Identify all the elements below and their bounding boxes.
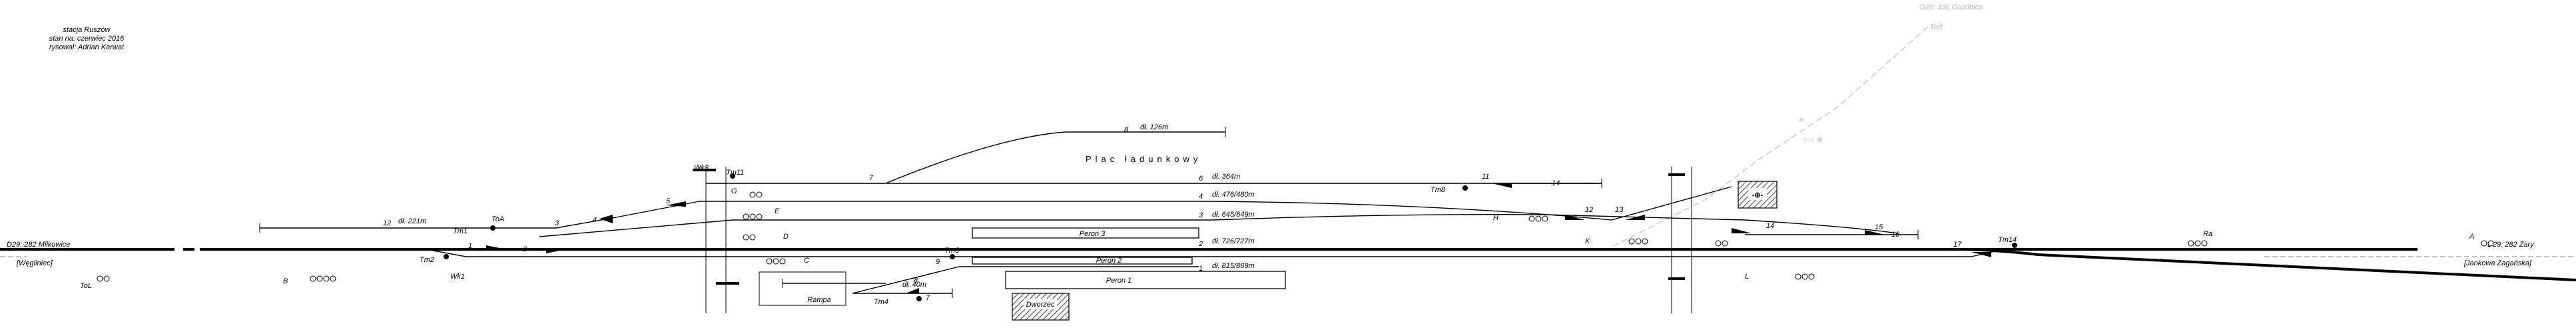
track-label-3: 3 <box>1199 211 1203 219</box>
track-4-link <box>615 201 700 218</box>
platform-3-label: Peron 3 <box>1080 230 1106 238</box>
switch-2: 2 <box>522 245 527 253</box>
west-line-label: D29: 282 Miłkowice <box>7 241 70 249</box>
platform-1-label: Peron 1 <box>1106 277 1132 285</box>
signal-h: K <box>1585 237 1590 245</box>
signal-e: G <box>731 187 737 195</box>
track-label-2: 2 <box>1198 240 1203 248</box>
track-length-12: dł. 221m <box>398 217 426 225</box>
dworzec-label: Dworzec <box>1026 301 1055 309</box>
switch-13: 13 <box>1615 206 1624 214</box>
signal-tm1: Tm1 <box>453 227 468 235</box>
north-line-sign2: ⊢○ ⊕ <box>1803 136 1823 144</box>
north-line-gozdnica: D29: 330 Gozdnica Tod ᴶᴷ ⊢○ ⊕ <box>1611 3 1983 247</box>
header-author: rysował: Adrian Karwat <box>49 43 125 51</box>
signal-g: H <box>1493 214 1498 222</box>
main-line-east <box>2037 253 2576 281</box>
east-line-name: [Jankowa Żagańska] <box>2463 259 2532 267</box>
platform-2-top <box>972 257 1193 265</box>
switch-1: 1 <box>468 242 472 250</box>
switch-9: 9 <box>936 258 940 266</box>
platform-2-label: Peron 2 <box>1096 257 1122 265</box>
main-line <box>0 248 2576 281</box>
track-label-6: 6 <box>1199 175 1203 183</box>
header-station: stacja Ruszów <box>63 26 111 34</box>
yard-label: Plac ładunkowy <box>1086 154 1201 164</box>
track-label-7: 7 <box>926 294 930 302</box>
east-line-label: D29: 282 Żary <box>2487 241 2535 249</box>
header-state: stan na: czerwiec 2016 <box>49 35 125 43</box>
switch-11: 11 <box>1482 173 1489 181</box>
signal-tvu: Wk1 <box>450 273 465 281</box>
signal-d: E <box>775 207 780 215</box>
switch-7: 7 <box>869 174 874 182</box>
track-label-16: 16 <box>1891 231 1900 239</box>
switch-triangle <box>486 245 506 249</box>
platform-3 <box>972 227 1199 239</box>
station-tracks <box>259 127 1999 298</box>
switch-14: 14 <box>1766 222 1774 230</box>
track-label-12: 12 <box>383 219 391 227</box>
signal-tm2: Tm2 <box>420 256 434 264</box>
signal-tol: A <box>2469 233 2474 241</box>
diagram-header: stacja Ruszów stan na: czerwiec 2016 rys… <box>49 26 125 51</box>
signal-tm11: Tm8 <box>1431 186 1446 194</box>
track-label-14: 14 <box>1552 179 1560 187</box>
route-labels: D29: 282 Miłkowice [Węgliniec] D29: 282 … <box>7 154 2535 267</box>
switch-15: 15 <box>1875 223 1883 231</box>
track-label-8: 8 <box>1124 126 1129 134</box>
signals: Tm11 Wk3 G E D C ToA Tm1 Tm2 Wk1 Tm5 Tm4… <box>80 164 2494 306</box>
track-length-7: dł. 40m <box>902 281 926 289</box>
signal-l: Ra <box>2203 230 2212 238</box>
track-label-4: 4 <box>1199 193 1203 201</box>
switch-3: 3 <box>555 219 559 227</box>
signal-heads <box>97 191 2494 282</box>
track-3-link <box>539 219 733 237</box>
switch-17: 17 <box>1953 241 1962 249</box>
track-length-8: dł. 126m <box>1140 123 1168 131</box>
svg-text:-⊕-: -⊕- <box>1752 191 1764 199</box>
signal-tm4: Tm4 <box>874 298 888 306</box>
track-length-2: dł. 726/727m <box>1212 237 1255 245</box>
rampa-building <box>759 271 846 306</box>
track-length-4: dł. 476/480m <box>1212 191 1255 199</box>
signal-wk1: ToA <box>491 215 504 223</box>
signal-a: B <box>283 277 288 285</box>
switch-8: 8 <box>914 277 918 285</box>
track-labels: 12 dł. 221m 6 dł. 364m 8 dł. 126m 4 dł. … <box>383 123 1900 302</box>
signal-b: C <box>804 257 809 265</box>
switches: 1 2 3 4 5 7 9 8 11 12 13 14 15 17 <box>468 173 1991 293</box>
buildings: Dworzec Rampa -⊕- <box>759 181 1777 321</box>
signal-c: D <box>783 233 789 241</box>
west-line-name: [Węgliniec] <box>16 259 53 267</box>
track-7-link <box>852 266 960 294</box>
signal-k: L <box>1745 273 1749 281</box>
track-length-6: dł. 364m <box>1212 173 1240 181</box>
switch-12: 12 <box>1585 206 1593 214</box>
platform-1 <box>1005 271 1286 289</box>
signal-tm14: Tm14 <box>1998 236 2017 244</box>
track-length-3: dł. 645/649m <box>1212 211 1255 219</box>
rampa-label: Rampa <box>807 296 830 304</box>
platforms: Peron 3 Peron 2 Peron 1 <box>972 227 1286 289</box>
north-line-sign: ᴶᴷ <box>1798 117 1805 125</box>
level-crossings <box>693 167 1692 313</box>
switch-5: 5 <box>666 197 671 205</box>
track-length-1: dł. 815/869m <box>1212 262 1255 270</box>
track-8 <box>885 131 1225 184</box>
signal-tm5: Tm5 <box>944 247 960 255</box>
switch-4: 4 <box>593 216 597 224</box>
track-label-1: 1 <box>1199 265 1203 273</box>
north-line-label: D29: 330 Gozdnica <box>1920 3 1983 11</box>
north-line-code: Tod <box>1930 23 1943 31</box>
signal-toa: ToL <box>80 282 92 290</box>
